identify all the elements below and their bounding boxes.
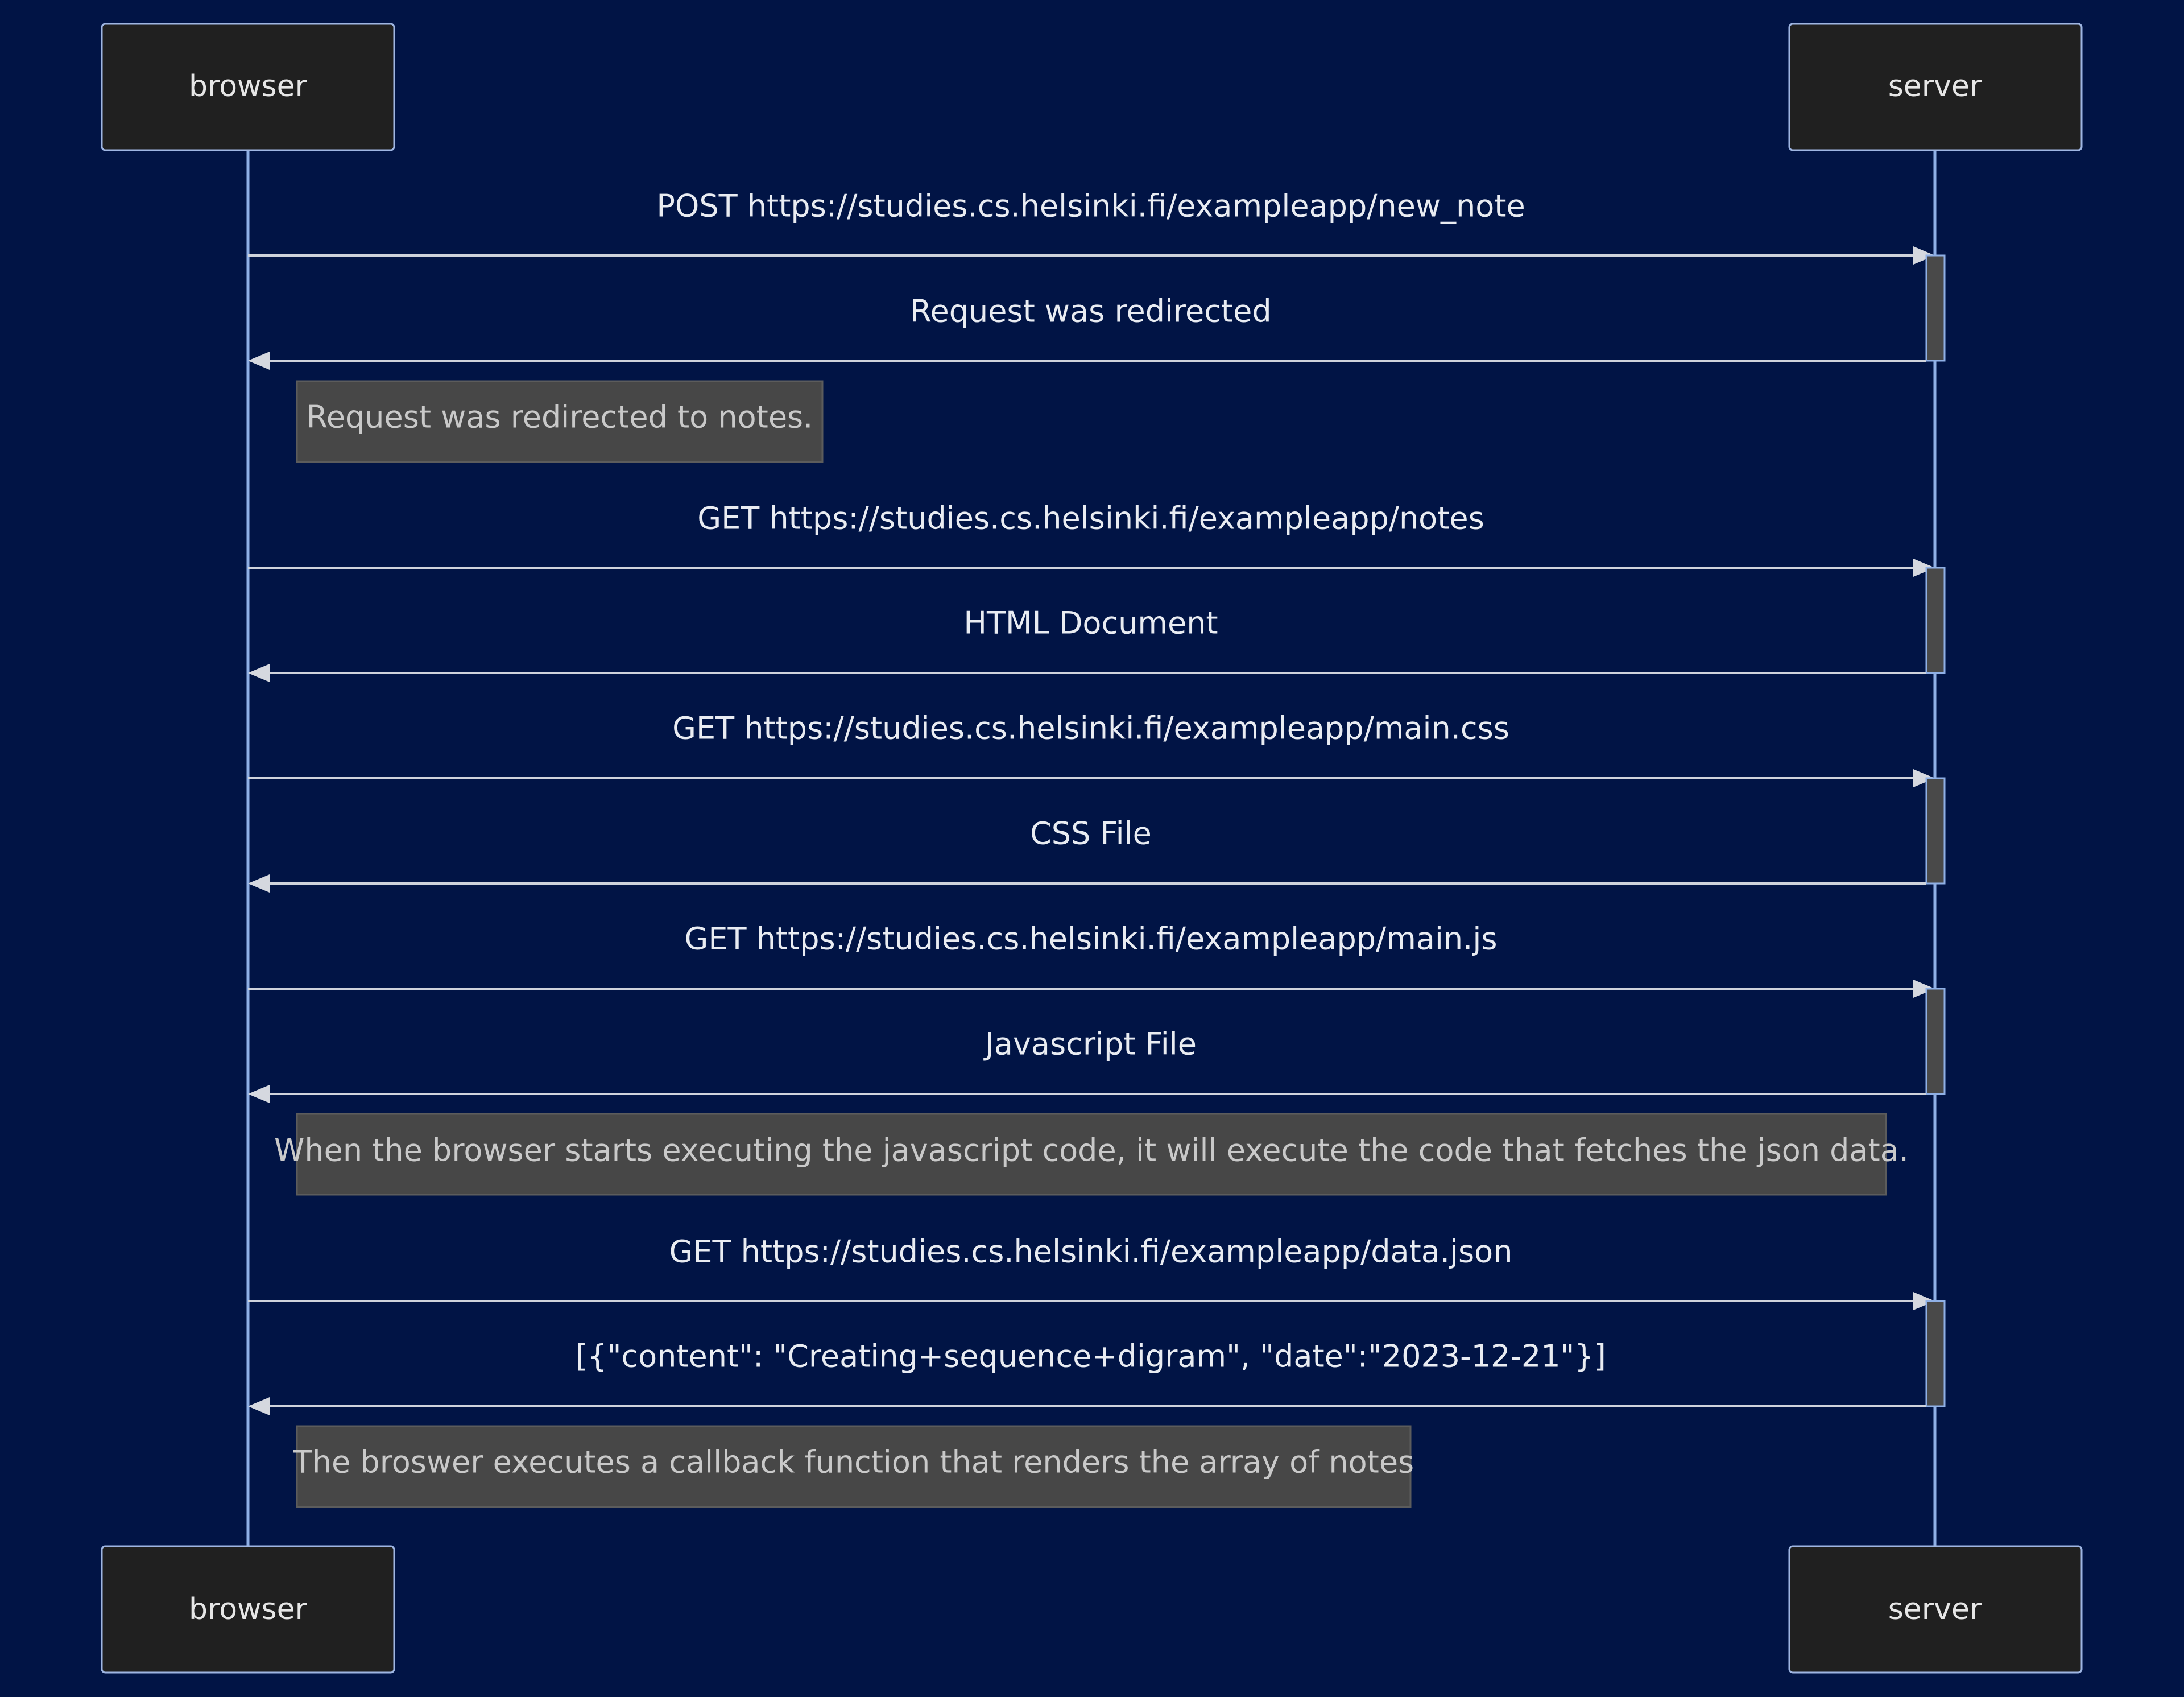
server-activation xyxy=(1925,567,1946,674)
message-label: HTML Document xyxy=(963,605,1218,641)
message-label: GET https://studies.cs.helsinki.fi/examp… xyxy=(697,501,1484,536)
note-callback-render: The broswer executes a callback function… xyxy=(293,1425,1414,1508)
arrow-head-left xyxy=(248,352,270,370)
arrow-head-left xyxy=(248,1085,270,1103)
message-get-main-css: GET https://studies.cs.helsinki.fi/examp… xyxy=(248,711,1935,787)
note-redirect: Request was redirected to notes. xyxy=(296,380,824,463)
message-redirect: Request was redirected xyxy=(248,294,1926,370)
note-javascript-execution: When the browser starts executing the ja… xyxy=(274,1113,1909,1196)
message-label: [{"content": "Creating+sequence+digram",… xyxy=(576,1339,1606,1374)
server-activation xyxy=(1925,988,1946,1095)
browser-actor-bottom: browser xyxy=(101,1545,395,1674)
server-activation xyxy=(1925,1300,1946,1407)
message-post-new-note: POST https://studies.cs.helsinki.fi/exam… xyxy=(248,188,1935,265)
arrow-head-right xyxy=(1913,980,1935,998)
message-label: Javascript File xyxy=(983,1026,1197,1062)
arrow-head-right xyxy=(1913,246,1935,265)
arrow-head-left xyxy=(248,664,270,682)
arrow-head-left xyxy=(248,1397,270,1415)
arrow-head-right xyxy=(1913,769,1935,787)
message-label: POST https://studies.cs.helsinki.fi/exam… xyxy=(656,188,1525,224)
arrow-head-right xyxy=(1913,559,1935,577)
arrow-head-left xyxy=(248,874,270,893)
message-label: CSS File xyxy=(1030,816,1152,852)
message-javascript-file: Javascript File xyxy=(248,1026,1926,1103)
browser-actor-top: browser xyxy=(101,23,395,151)
message-label: Request was redirected xyxy=(910,294,1271,329)
server-activation xyxy=(1925,254,1946,362)
message-get-main-js: GET https://studies.cs.helsinki.fi/examp… xyxy=(248,921,1935,998)
server-actor-top: server xyxy=(1788,23,2083,151)
message-css-file: CSS File xyxy=(248,816,1926,893)
message-label: GET https://studies.cs.helsinki.fi/examp… xyxy=(669,1234,1513,1270)
server-activation xyxy=(1925,777,1946,885)
browser-actor-label: browser xyxy=(189,69,308,104)
message-label: GET https://studies.cs.helsinki.fi/examp… xyxy=(672,711,1509,746)
message-json-response: [{"content": "Creating+sequence+digram",… xyxy=(248,1339,1926,1415)
message-html-document: HTML Document xyxy=(248,605,1926,682)
browser-actor-label: browser xyxy=(189,1592,308,1626)
arrow-head-right xyxy=(1913,1292,1935,1310)
note-text: The broswer executes a callback function… xyxy=(293,1444,1414,1480)
note-text: Request was redirected to notes. xyxy=(307,399,813,435)
message-get-notes: GET https://studies.cs.helsinki.fi/examp… xyxy=(248,501,1935,577)
server-actor-label: server xyxy=(1888,69,1982,104)
server-actor-label: server xyxy=(1888,1592,1982,1626)
server-actor-bottom: server xyxy=(1788,1545,2083,1674)
note-text: When the browser starts executing the ja… xyxy=(274,1133,1909,1169)
message-label: GET https://studies.cs.helsinki.fi/examp… xyxy=(685,921,1498,957)
message-get-data-json: GET https://studies.cs.helsinki.fi/examp… xyxy=(248,1234,1935,1310)
